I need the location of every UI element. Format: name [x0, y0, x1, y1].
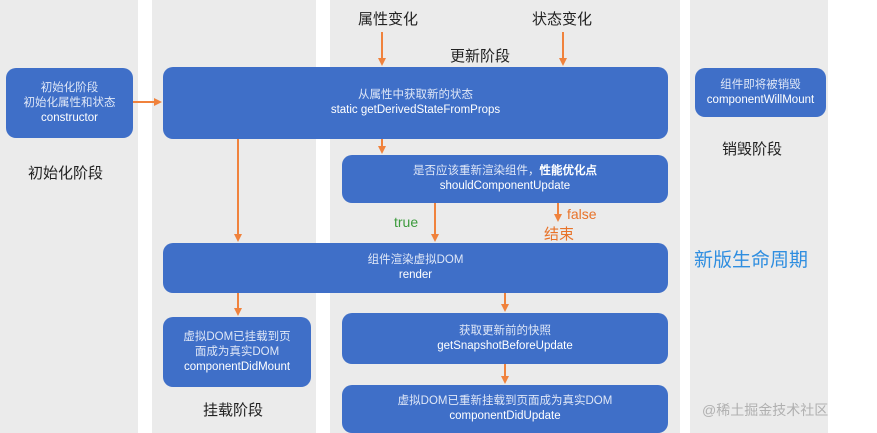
should-desc-highlight: 性能优化点 [539, 165, 598, 177]
init-phase-label: 初始化阶段 [28, 165, 104, 182]
derived-desc: 从属性中获取新的状态 [358, 89, 473, 101]
constructor-box: 初始化阶段 初始化属性和状态 constructor [6, 68, 133, 138]
update-phase-label: 更新阶段 [450, 48, 511, 65]
should-method: shouldComponentUpdate [439, 180, 571, 192]
unmount-phase-label: 销毁阶段 [722, 141, 783, 158]
diagram-title: 新版生命周期 [694, 250, 809, 271]
willunmount-desc: 组件即将被销毁 [720, 78, 801, 91]
render-desc: 组件渲染虚拟DOM [367, 254, 464, 266]
false-label: false [567, 206, 597, 222]
snapshot-box: 获取更新前的快照 getSnapshotBeforeUpdate [342, 313, 668, 364]
should-desc-text: 是否应该重新渲染组件， [413, 165, 540, 177]
component-did-update-box: 虚拟DOM已重新挂载到页面成为真实DOM componentDidUpdate [342, 385, 668, 433]
snapshot-method: getSnapshotBeforeUpdate [437, 339, 573, 352]
watermark: @稀土掘金技术社区 [702, 402, 829, 418]
get-derived-state-box: 从属性中获取新的状态 static getDerivedStateFromPro… [163, 67, 668, 139]
snapshot-desc: 获取更新前的快照 [459, 324, 551, 337]
didmount-desc-2: 面成为真实DOM [194, 345, 280, 358]
component-did-mount-box: 虚拟DOM已挂载到页 面成为真实DOM componentDidMount [163, 317, 311, 387]
true-label: true [394, 214, 419, 230]
willunmount-method: componentWillMount [706, 93, 815, 106]
constructor-method: constructor [41, 111, 98, 124]
prop-change-label: 属性变化 [358, 11, 419, 28]
didupdate-method: componentDidUpdate [449, 410, 561, 422]
didmount-method: componentDidMount [183, 360, 291, 373]
mount-phase-label: 挂载阶段 [203, 402, 264, 419]
derived-method: static getDerivedStateFromProps [330, 104, 501, 116]
component-will-unmount-box: 组件即将被销毁 componentWillMount [695, 68, 826, 117]
constructor-desc-2: 初始化属性和状态 [23, 96, 116, 109]
should-desc: 是否应该重新渲染组件，性能优化点 [413, 164, 597, 179]
render-box: 组件渲染虚拟DOM render [163, 243, 668, 293]
didmount-desc-1: 虚拟DOM已挂载到页 [183, 330, 291, 343]
render-method: render [398, 269, 433, 281]
didupdate-desc: 虚拟DOM已重新挂载到页面成为真实DOM [397, 395, 613, 407]
should-component-update-box: 是否应该重新渲染组件，性能优化点 shouldComponentUpdate [342, 155, 668, 203]
end-label: 结束 [544, 226, 575, 243]
state-change-label: 状态变化 [532, 11, 593, 28]
constructor-desc-1: 初始化阶段 [40, 81, 99, 94]
